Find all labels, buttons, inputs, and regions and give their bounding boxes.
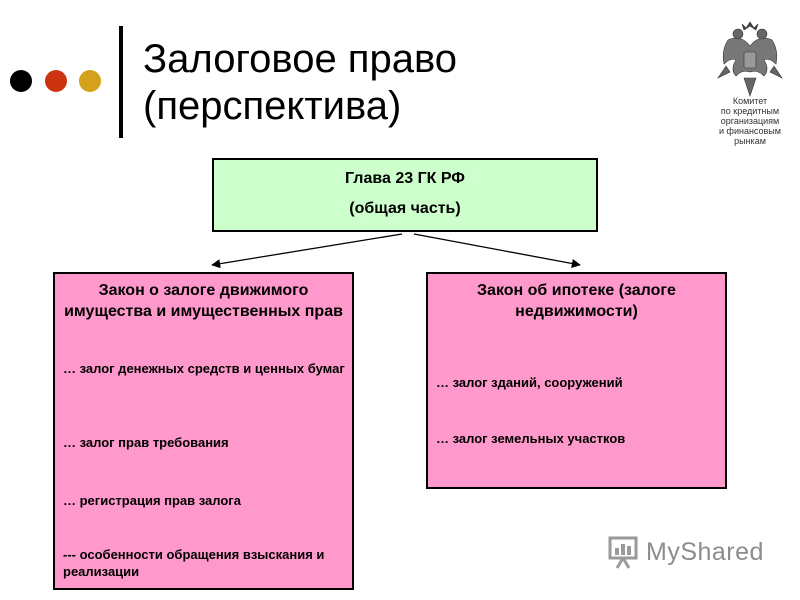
mortgage-law-box: Закон об ипотеке (залоге недвижимости) …… (426, 272, 727, 489)
double-headed-eagle-emblem-icon (717, 21, 783, 97)
chapter-23-box: Глава 23 ГК РФ (общая часть) (212, 158, 598, 232)
movable-pledge-law-box: Закон о залоге движимого имущества и иму… (53, 272, 354, 590)
watermark-text: MyShared (646, 538, 764, 566)
list-item: … залог прав требования (63, 435, 229, 450)
list-item: --- особенности обращения взыскания и ре… (63, 547, 325, 579)
presentation-board-icon (608, 536, 638, 569)
bullet-dot-black (10, 70, 32, 92)
bullet-dot-gold (79, 70, 101, 92)
slide-title-line1: Залоговое право (143, 37, 458, 81)
bullet-dot-red (45, 70, 67, 92)
list-item: … залог зданий, сооружений (436, 375, 623, 390)
title-divider (119, 26, 123, 138)
chapter-23-title: Глава 23 ГК РФ (345, 170, 465, 187)
slide-title-line2: (перспектива) (143, 84, 402, 128)
myshared-watermark: MyShared (606, 534, 776, 574)
committee-label: Комитет по кредитным организациям и фина… (719, 96, 781, 146)
mortgage-law-title: Закон об ипотеке (залоге недвижимости) (477, 282, 676, 320)
arrow-to-movable-law (211, 233, 403, 269)
arrow-to-mortgage-law (413, 233, 581, 268)
movable-pledge-law-title: Закон о залоге движимого имущества и иму… (64, 282, 343, 320)
list-item: … залог земельных участков (436, 431, 626, 446)
list-item: … регистрация прав залога (63, 493, 241, 508)
list-item: … залог денежных средств и ценных бумаг (63, 361, 345, 376)
slide-title: Залоговое право (перспектива) (143, 36, 457, 130)
chapter-23-subtitle: (общая часть) (349, 200, 461, 217)
